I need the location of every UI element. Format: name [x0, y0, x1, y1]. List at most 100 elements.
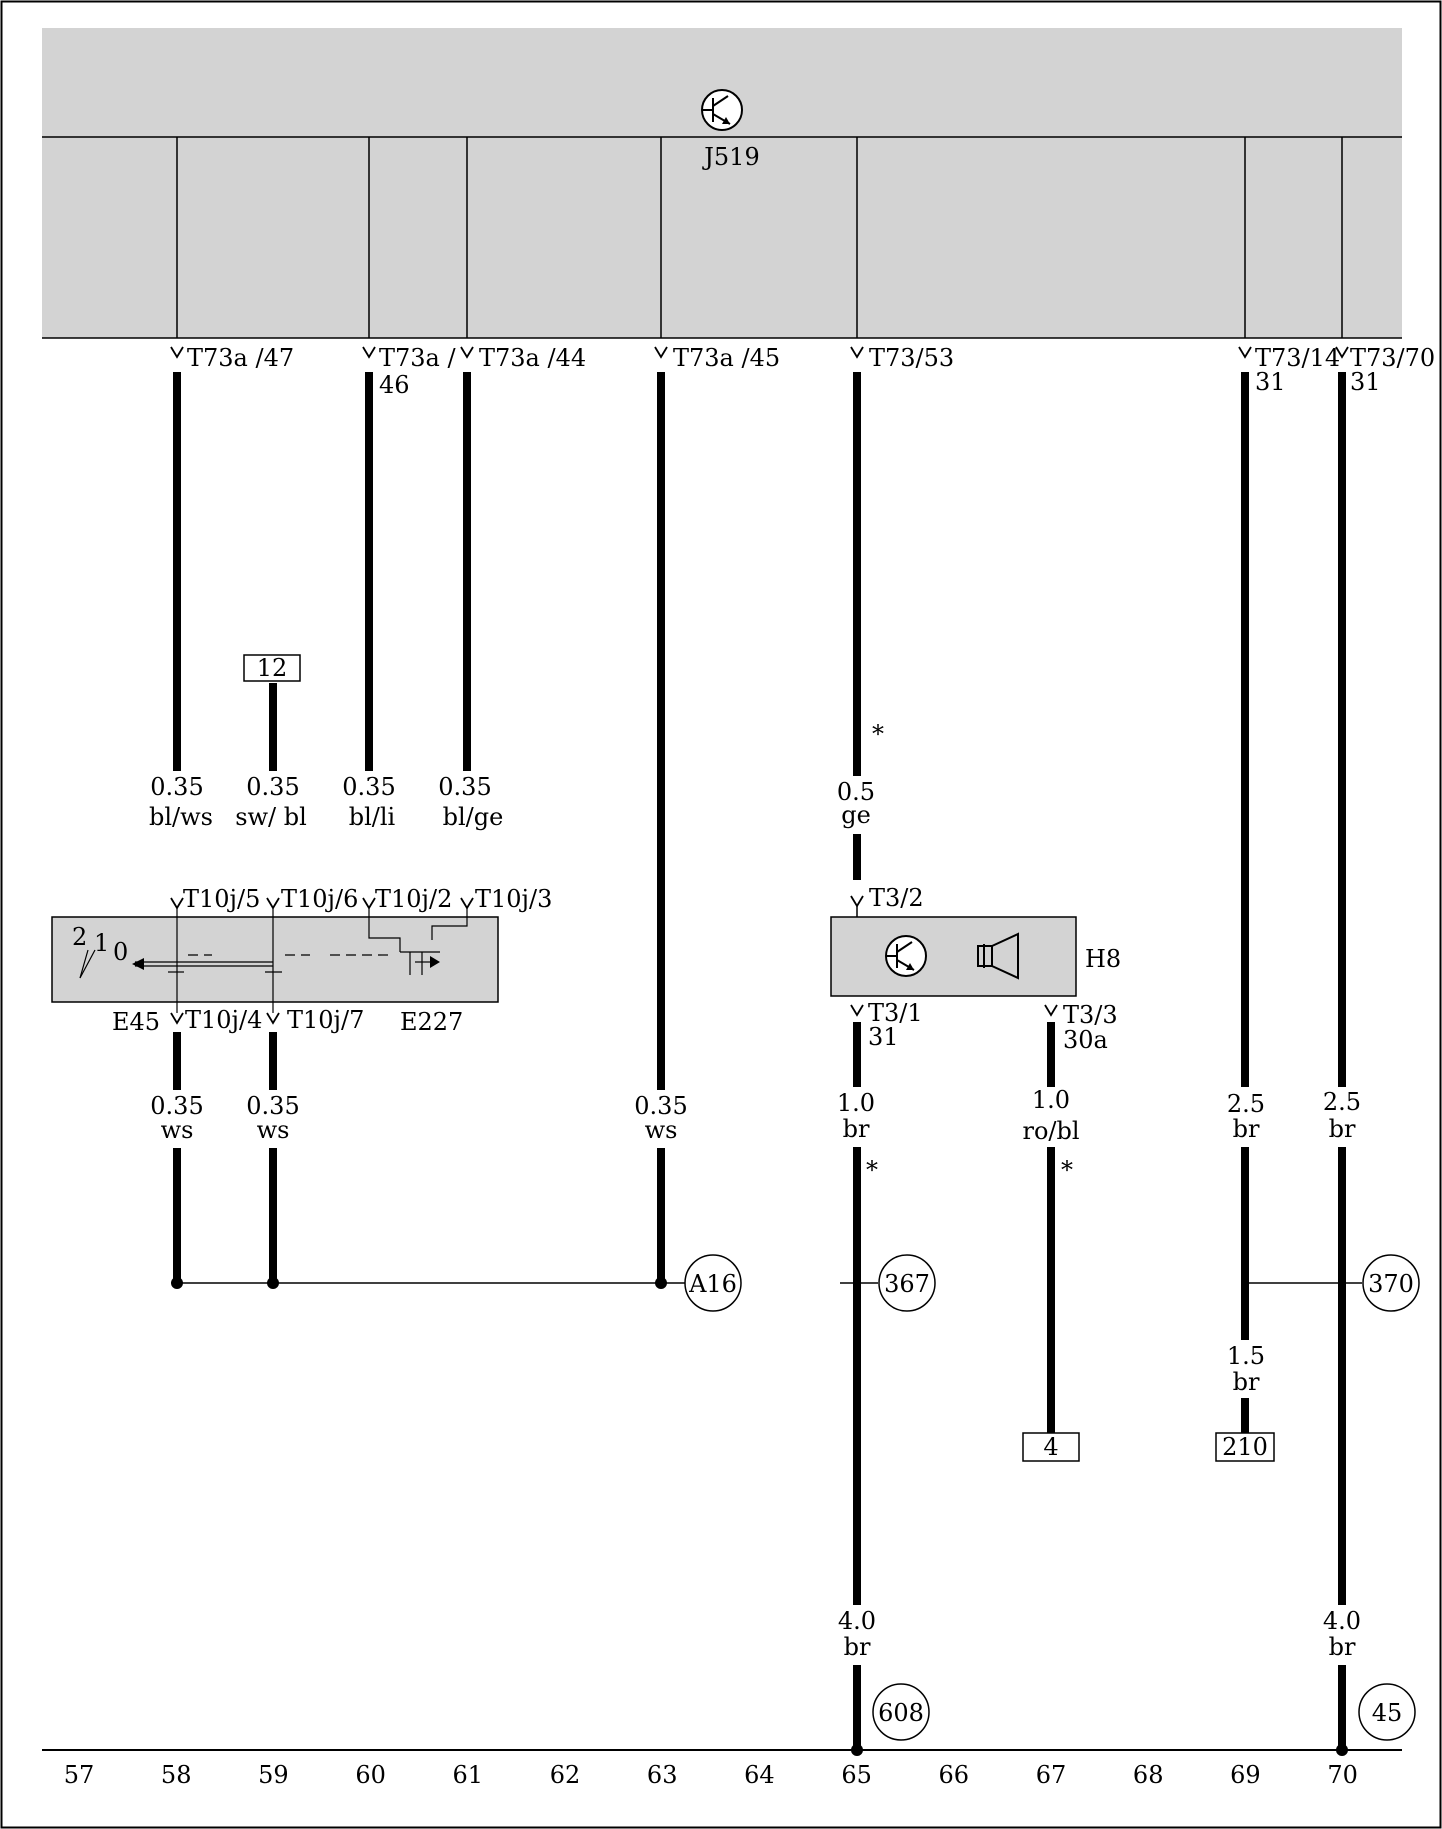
wire-size: 2.5	[1227, 1090, 1265, 1118]
connector-t73-70: T73/70	[1350, 344, 1435, 372]
column-number: 65	[841, 1761, 872, 1789]
wire-size: 4.0	[838, 1607, 876, 1635]
wire-size: 1.0	[837, 1089, 875, 1117]
connector-t73a-47: T73a /47	[187, 344, 294, 372]
j519-connector-labels: T73a /47 T73a / 46 T73a /44 T73a /45 T73…	[187, 344, 1435, 399]
connector-t10j-5: T10j/5	[183, 885, 260, 913]
column-ruler: 57 58 59 60 61 62 63 64 65 66 67 68 69 70	[64, 1761, 1358, 1789]
connector-t73a-45: T73a /45	[673, 344, 780, 372]
wire-color: br	[844, 1633, 871, 1661]
wire-size: 0.5	[837, 778, 875, 806]
wire-size: 1.5	[1227, 1342, 1265, 1370]
ref-circle-367: 367	[878, 1254, 936, 1312]
j519-label: J519	[701, 143, 759, 171]
wire-size: 0.35	[342, 773, 395, 801]
column-number: 60	[355, 1761, 386, 1789]
wire-color: ge	[841, 801, 871, 829]
switch-pos-0: 0	[113, 938, 128, 966]
wire-size: 0.35	[634, 1092, 687, 1120]
wire-color: ro/bl	[1022, 1117, 1079, 1145]
svg-text:4: 4	[1043, 1433, 1058, 1461]
wire-color: br	[1329, 1633, 1356, 1661]
svg-text:45: 45	[1372, 1699, 1403, 1727]
wire-label-backgrounds	[142, 771, 1372, 1665]
wire-size: 0.35	[246, 1092, 299, 1120]
switch-module-e45-e227: 2 1 0	[51, 897, 499, 1025]
wire-color: br	[1233, 1368, 1260, 1396]
svg-text:210: 210	[1222, 1433, 1268, 1461]
connector-t73-14: T73/14	[1255, 344, 1340, 372]
wire-mark: *	[872, 720, 884, 748]
transistor-icon	[885, 935, 927, 977]
connector-t73-70-terminal: 31	[1350, 368, 1381, 396]
svg-text:12: 12	[257, 654, 288, 682]
ref-circle-608: 608	[872, 1683, 930, 1741]
column-number: 61	[453, 1761, 484, 1789]
wire-color: sw/ bl	[235, 803, 307, 831]
wire-size: 1.0	[1032, 1086, 1070, 1114]
reference-box-4: 4	[1022, 1432, 1080, 1462]
wire-mark: *	[866, 1156, 878, 1184]
wire-size: 0.35	[150, 773, 203, 801]
svg-text:367: 367	[884, 1270, 930, 1298]
wire-size: 0.35	[438, 773, 491, 801]
horn-module-h8: H8	[830, 895, 1121, 1017]
wire-color: br	[1233, 1115, 1260, 1143]
connector-t3-2: T3/2	[869, 884, 924, 912]
connector-t73-53: T73/53	[869, 344, 954, 372]
wire-color: br	[843, 1115, 870, 1143]
wire-color: bl/ge	[443, 803, 504, 831]
svg-text:608: 608	[878, 1699, 924, 1727]
connector-t73-14-terminal: 31	[1255, 368, 1286, 396]
switch-pos-2: 2	[72, 923, 87, 951]
wire-size: 4.0	[1323, 1607, 1361, 1635]
junction-dots	[171, 1277, 1348, 1756]
column-number: 59	[258, 1761, 289, 1789]
connector-t73a-46-pin: 46	[379, 371, 410, 399]
column-number: 67	[1036, 1761, 1067, 1789]
connector-t10j-4: T10j/4	[185, 1006, 262, 1034]
connector-t73a-44: T73a /44	[479, 344, 586, 372]
h8-label: H8	[1085, 945, 1121, 973]
column-number: 57	[64, 1761, 95, 1789]
column-number: 69	[1230, 1761, 1261, 1789]
ref-circle-370: 370	[1362, 1254, 1420, 1312]
wire-size: 2.5	[1323, 1088, 1361, 1116]
connector-t10j-3: T10j/3	[475, 885, 552, 913]
svg-text:A16: A16	[688, 1270, 737, 1298]
j519-pins	[170, 346, 1349, 359]
column-number: 68	[1133, 1761, 1164, 1789]
wire-color: ws	[645, 1116, 678, 1144]
connector-t10j-6: T10j/6	[281, 885, 358, 913]
wire-size: 0.35	[150, 1092, 203, 1120]
connector-t3-3-terminal: 30a	[1063, 1026, 1108, 1054]
switch-pos-1: 1	[94, 929, 109, 957]
connector-t3-3: T3/3	[1063, 1001, 1118, 1029]
wire-color: ws	[161, 1116, 194, 1144]
wires	[173, 372, 1346, 1750]
column-number: 63	[647, 1761, 678, 1789]
connector-t73a-46: T73a /	[379, 344, 456, 372]
connector-t10j-2: T10j/2	[375, 885, 452, 913]
wire-color: br	[1329, 1115, 1356, 1143]
ref-circle-a16: A16	[684, 1254, 742, 1312]
connector-t3-1-terminal: 31	[868, 1023, 899, 1051]
column-number: 66	[939, 1761, 970, 1789]
switch-e227-label: E227	[400, 1008, 463, 1036]
h8-connector-labels: T3/2 T3/1 31 T3/3 30a	[868, 884, 1118, 1054]
connector-t10j-7: T10j/7	[287, 1006, 364, 1034]
reference-box-12: 12	[243, 654, 301, 682]
wire-size: 0.35	[246, 773, 299, 801]
column-number: 64	[744, 1761, 775, 1789]
wire-color: bl/li	[349, 803, 396, 831]
speaker-icon	[977, 932, 1019, 980]
column-number: 58	[161, 1761, 192, 1789]
column-number: 70	[1327, 1761, 1358, 1789]
ref-circle-45: 45	[1358, 1683, 1416, 1741]
connector-t3-1: T3/1	[868, 999, 923, 1027]
reference-box-210: 210	[1215, 1432, 1275, 1462]
transistor-icon	[701, 89, 743, 131]
column-number: 62	[550, 1761, 581, 1789]
